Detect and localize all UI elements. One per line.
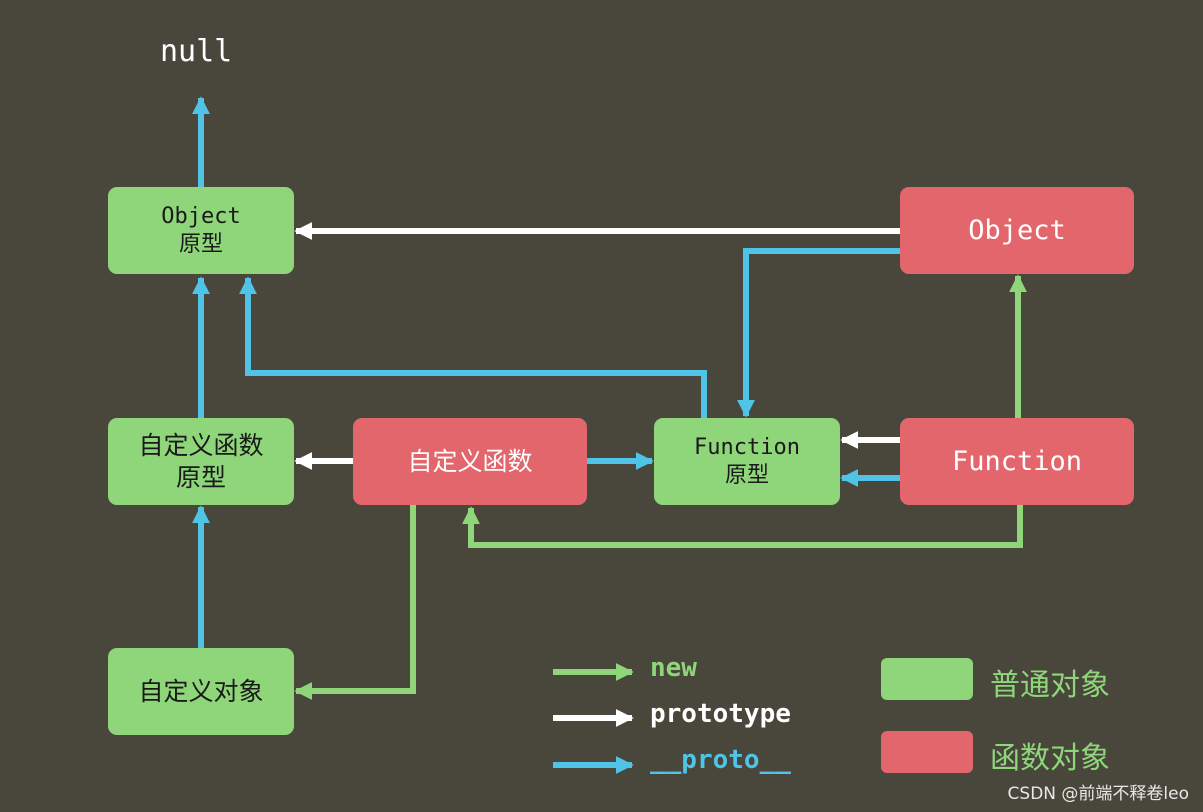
object-prototype-line1: Object (161, 204, 241, 229)
custom-function-prototype-line1: 自定义函数 (138, 431, 264, 461)
object-prototype-line2: 原型 (178, 231, 223, 257)
arrow-object-proto (737, 248, 900, 418)
legend-swatch-function-object (881, 731, 973, 773)
arrow-customfn-new-customobj (294, 505, 416, 700)
watermark: CSDN @前端不释卷leo (1007, 784, 1189, 804)
function-prototype-node: Function 原型 (654, 418, 840, 505)
object-label: Object (968, 214, 1066, 246)
custom-function-label: 自定义函数 (407, 446, 533, 476)
legend-label-proto: __proto__ (650, 745, 791, 775)
function-label: Function (951, 445, 1083, 477)
function-node: Function (900, 418, 1134, 505)
object-node: Object (900, 187, 1134, 274)
null-label: null (160, 34, 233, 69)
legend-label-new: new (650, 653, 697, 683)
custom-object-label: 自定义对象 (138, 676, 264, 706)
function-prototype-line1: Function (694, 435, 800, 460)
arrow-fnproto-to-objproto (239, 276, 707, 418)
legend-label-normal-object: 普通对象 (990, 668, 1110, 703)
arrow-function-new-customfn (462, 504, 1023, 548)
custom-object-node: 自定义对象 (108, 648, 294, 735)
legend-swatch-normal-object (881, 658, 973, 700)
legend-label-prototype: prototype (650, 699, 791, 729)
custom-function-prototype-node: 自定义函数 原型 (108, 418, 294, 505)
legend-label-function-object: 函数对象 (990, 741, 1110, 776)
custom-function-node: 自定义函数 (353, 418, 587, 505)
function-prototype-line2: 原型 (724, 462, 769, 488)
custom-function-prototype-line2: 原型 (175, 462, 226, 492)
object-prototype-node: Object 原型 (108, 187, 294, 274)
